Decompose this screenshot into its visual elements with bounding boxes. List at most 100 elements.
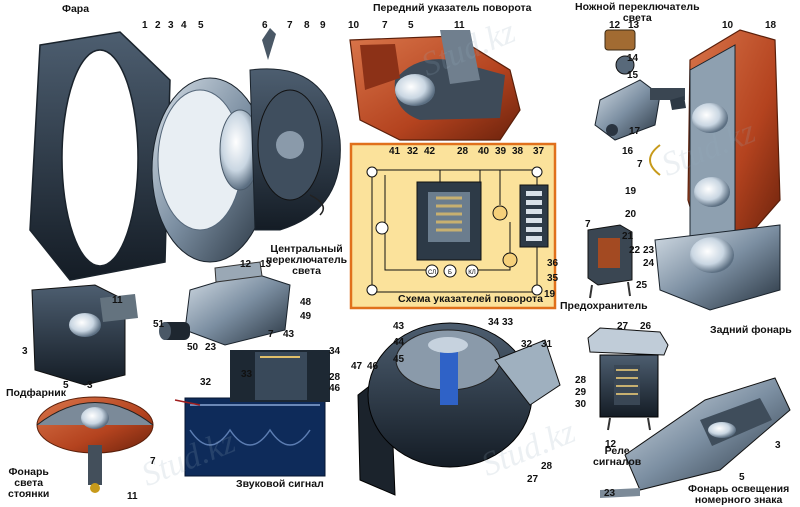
part-number-27: 27 <box>527 474 539 485</box>
part-number-46: 46 <box>329 383 341 394</box>
caption-parking-light-line2: света <box>14 477 44 489</box>
part-number-33: 33 <box>241 369 253 380</box>
scheme-terminal-sl: СЛ <box>428 270 436 276</box>
caption-rear-light: Задний фонарь <box>710 324 792 336</box>
caption-front-turn: Передний указатель поворота <box>373 2 532 14</box>
part-number-23: 23 <box>643 245 655 256</box>
part-number-16: 16 <box>622 146 634 157</box>
part-number-11: 11 <box>112 295 123 306</box>
part-number-5: 5 <box>739 472 745 483</box>
part-number-32: 32 <box>521 339 533 350</box>
part-number-9: 9 <box>320 20 326 31</box>
part-number-5: 5 <box>63 380 69 391</box>
part-number-11: 11 <box>454 20 465 31</box>
part-number-19: 19 <box>625 186 637 197</box>
part-number-46: 46 <box>367 361 379 372</box>
fuse-illustration <box>587 224 633 299</box>
caption-horn: Звуковой сигнал <box>236 478 324 490</box>
part-number-40: 40 <box>478 146 490 157</box>
part-number-12: 12 <box>609 20 621 31</box>
caption-headlight: Фара <box>62 3 90 15</box>
part-number-13: 13 <box>628 20 640 31</box>
caption-sidelight: Подфарник <box>6 387 66 399</box>
part-number-7: 7 <box>287 20 293 31</box>
signal-horn-illustration <box>357 322 561 496</box>
parking-light-illustration <box>36 396 154 493</box>
part-number-38: 38 <box>512 146 524 157</box>
part-number-7: 7 <box>382 20 388 31</box>
part-number-32: 32 <box>200 377 212 388</box>
part-number-37: 37 <box>533 146 545 157</box>
part-number-19: 19 <box>544 289 556 300</box>
part-number-42: 42 <box>424 146 436 157</box>
part-number-6: 6 <box>262 20 268 31</box>
caption-plate-light-line1: Фонарь освещения <box>688 483 790 495</box>
part-number-41: 41 <box>389 146 401 157</box>
part-number-28: 28 <box>329 372 341 383</box>
caption-parking-light-line1: Фонарь <box>8 466 49 478</box>
part-number-34: 34 <box>329 346 341 357</box>
caption-central-switch-line2: переключатель <box>266 254 348 266</box>
part-number-35: 35 <box>547 273 559 284</box>
caption-turn-scheme: Схема указателей поворота <box>398 293 543 305</box>
turn-scheme-panel: СЛ Б КЛ <box>349 142 557 310</box>
central-switch-illustration <box>159 261 291 346</box>
part-number-33: 33 <box>502 317 514 328</box>
caption-relay: Реле сигналов <box>593 446 641 468</box>
rear-light-illustration <box>649 29 781 311</box>
part-number-2: 2 <box>155 20 161 31</box>
part-number-25: 25 <box>636 280 648 291</box>
sidelight-illustration <box>31 284 138 386</box>
part-number-7: 7 <box>150 456 156 467</box>
caption-central-switch: Центральный переключатель света <box>266 244 347 277</box>
part-number-51: 51 <box>153 319 165 330</box>
headlight-illustration <box>29 28 341 281</box>
scheme-terminal-b: Б <box>448 270 452 276</box>
part-number-4: 4 <box>181 20 187 31</box>
part-number-18: 18 <box>765 20 777 31</box>
part-number-24: 24 <box>643 258 655 269</box>
part-number-22: 22 <box>629 245 641 256</box>
part-number-26: 26 <box>640 321 652 332</box>
caption-plate-light-line2: номерного знака <box>694 494 783 506</box>
caption-foot-switch-line2: света <box>622 12 652 24</box>
caption-relay-line1: Реле <box>604 445 630 457</box>
relay-illustration <box>587 327 669 431</box>
part-number-13: 13 <box>260 259 272 270</box>
part-number-5: 5 <box>408 20 414 31</box>
part-number-8: 8 <box>304 20 310 31</box>
caption-central-switch-line1: Центральный <box>270 243 343 255</box>
part-number-12: 12 <box>240 259 252 270</box>
part-number-7: 7 <box>585 219 591 230</box>
part-number-34: 34 <box>488 317 500 328</box>
scheme-terminal-kl: КЛ <box>468 270 475 276</box>
part-number-5: 5 <box>198 20 204 31</box>
part-number-45: 45 <box>393 354 405 365</box>
caption-plate-light: Фонарь освещения номерного знака <box>688 484 789 506</box>
part-number-7: 7 <box>637 159 643 170</box>
part-number-17: 17 <box>629 126 641 137</box>
part-number-21: 21 <box>622 231 634 242</box>
part-number-50: 50 <box>187 342 199 353</box>
part-number-44: 44 <box>393 337 405 348</box>
part-number-29: 29 <box>575 387 587 398</box>
caption-foot-switch-line1: Ножной переключатель <box>575 1 700 13</box>
part-number-49: 49 <box>300 311 312 322</box>
part-number-28: 28 <box>575 375 587 386</box>
part-number-47: 47 <box>351 361 363 372</box>
caption-relay-line2: сигналов <box>593 456 642 468</box>
caption-fuse: Предохранитель <box>560 300 648 312</box>
part-number-23: 23 <box>205 342 217 353</box>
part-number-31: 31 <box>541 339 553 350</box>
part-number-3: 3 <box>87 380 93 391</box>
plate-light-illustration <box>600 377 791 498</box>
caption-central-switch-line3: света <box>292 265 321 277</box>
part-number-32: 32 <box>407 146 419 157</box>
part-number-27: 27 <box>617 321 629 332</box>
part-number-3: 3 <box>22 346 28 357</box>
part-number-7: 7 <box>268 329 274 340</box>
part-number-10: 10 <box>722 20 734 31</box>
part-number-3: 3 <box>168 20 174 31</box>
caption-parking-light-line3: стоянки <box>8 488 50 500</box>
